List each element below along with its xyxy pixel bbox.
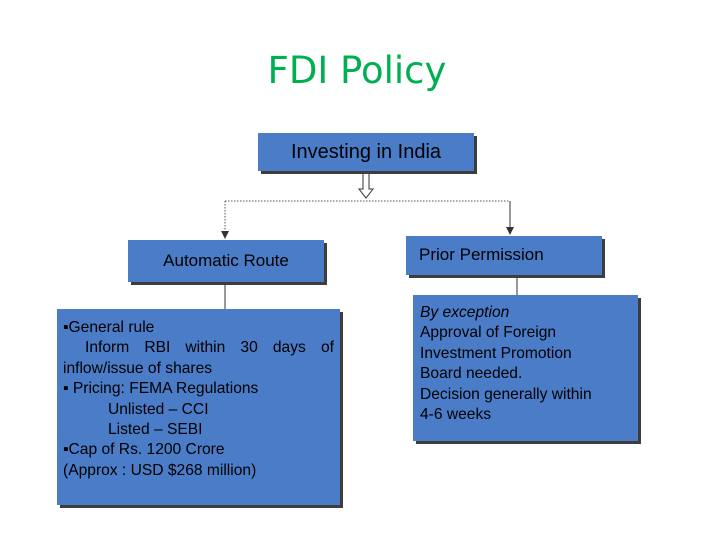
inform-rbi-line: Inform RBI within 30 days of (63, 338, 334, 358)
left-drop-arrowhead (221, 231, 229, 239)
automatic-route-box: Automatic Route (128, 240, 324, 282)
prior-permission-label: Prior Permission (419, 245, 544, 264)
inform-word: within (185, 339, 226, 357)
prior-permission-box: Prior Permission (406, 236, 602, 275)
inform-word: RBI (144, 339, 171, 357)
right-drop-arrowhead (506, 227, 514, 235)
by-exception-text: By exception (420, 304, 510, 321)
decision-text: Decision generally within (420, 385, 592, 403)
inform-word: 30 (240, 339, 258, 357)
unlisted-text: Unlisted – CCI (108, 400, 209, 418)
automatic-route-detail-box: ▪General rule Inform RBI within 30 days … (57, 309, 340, 505)
approx-text: (Approx : USD $268 million) (63, 461, 257, 479)
listed-text: Listed – SEBI (108, 421, 203, 439)
cap-item: ▪Cap of Rs. 1200 Crore (63, 440, 334, 460)
automatic-route-label: Automatic Route (163, 251, 289, 270)
inflow-issue-text: inflow/issue of shares (63, 359, 213, 377)
root-down-arrow (357, 171, 375, 199)
cap-text: Cap of Rs. 1200 Crore (68, 441, 225, 459)
approval-text: Approval of Foreign (420, 324, 557, 342)
general-rule-item: ▪General rule (63, 318, 334, 338)
pricing-text: Pricing: FEMA Regulations (68, 380, 259, 398)
investment-promotion-text: Investment Promotion (420, 344, 572, 362)
inform-word: of (320, 339, 334, 357)
inform-word: days (272, 339, 306, 357)
page-title: FDI Policy (267, 49, 447, 92)
pricing-item: ▪ Pricing: FEMA Regulations (63, 379, 334, 399)
weeks-text: 4-6 weeks (420, 406, 492, 424)
board-needed-text: Board needed. (420, 365, 523, 383)
investing-in-india-label: Investing in India (290, 141, 442, 163)
prior-permission-detail-box: By exception Approval of Foreign Investm… (413, 295, 638, 441)
general-rule-text: General rule (68, 319, 155, 336)
inform-word: Inform (85, 339, 130, 357)
bullet-icon: ▪ (63, 380, 69, 398)
investing-in-india-box: Investing in India (258, 133, 474, 171)
bullet-icon: ▪ (63, 319, 69, 336)
bullet-icon: ▪ (63, 441, 69, 459)
